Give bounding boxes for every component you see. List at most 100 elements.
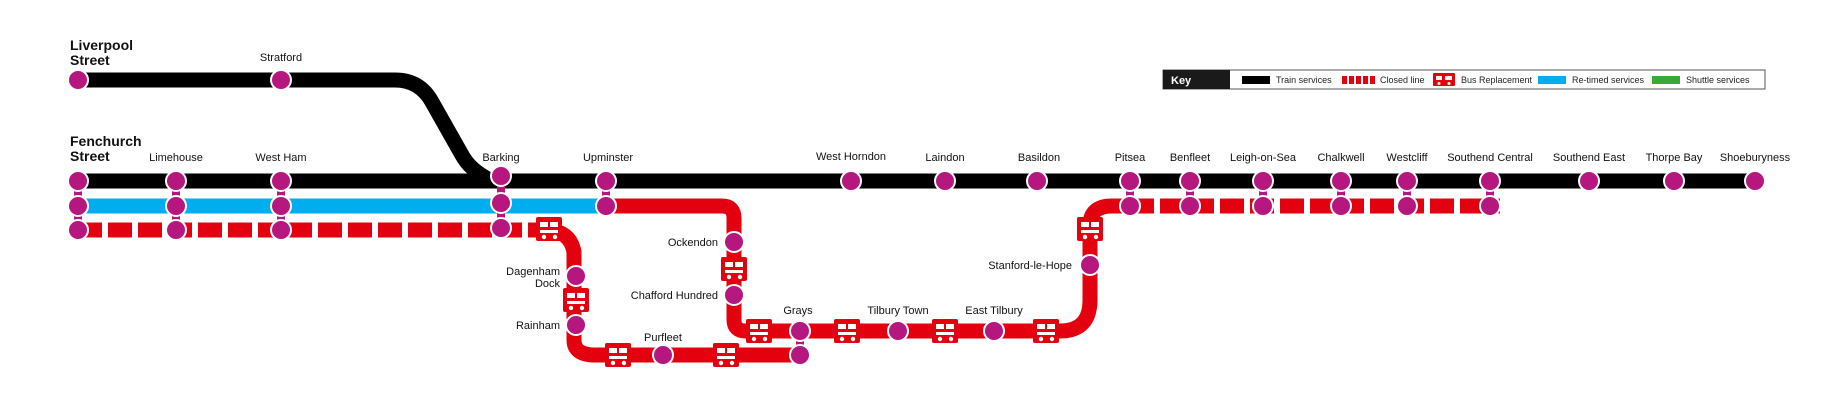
station-fenchurch-street-closed[interactable] xyxy=(67,219,89,241)
station-dagenham-dock[interactable] xyxy=(565,265,587,287)
bus-icon xyxy=(1077,217,1103,241)
label-chafford-hundred: Chafford Hundred xyxy=(631,290,718,302)
station-west-ham-closed[interactable] xyxy=(270,219,292,241)
station-stanford-le-hope[interactable] xyxy=(1079,254,1101,276)
station-shoeburyness[interactable] xyxy=(1744,170,1766,192)
station-fenchurch-street-main[interactable] xyxy=(67,170,89,192)
station-rainham[interactable] xyxy=(565,314,587,336)
station-grays-upper[interactable] xyxy=(789,320,811,342)
label-upminster: Upminster xyxy=(583,152,633,164)
label-rainham: Rainham xyxy=(516,320,560,332)
line-upminster-grays xyxy=(606,198,800,339)
station-purfleet[interactable] xyxy=(652,344,674,366)
station-westcliff-closed[interactable] xyxy=(1396,195,1418,217)
label-southend-east: Southend East xyxy=(1553,152,1625,164)
bus-icon xyxy=(713,343,739,367)
bus-icon xyxy=(605,343,631,367)
key-bus-icon xyxy=(1433,73,1455,86)
station-west-ham-main[interactable] xyxy=(270,170,292,192)
station-upminster-retimed[interactable] xyxy=(595,195,617,217)
key-title: Key xyxy=(1171,75,1192,87)
interchange-westcliff xyxy=(1403,181,1411,206)
station-benfleet-main[interactable] xyxy=(1179,170,1201,192)
station-leigh-main[interactable] xyxy=(1252,170,1274,192)
station-barking-retimed[interactable] xyxy=(490,192,512,214)
station-westcliff-main[interactable] xyxy=(1396,170,1418,192)
key-title-bg xyxy=(1163,70,1230,89)
label-laindon: Laindon xyxy=(925,152,964,164)
label-benfleet: Benfleet xyxy=(1170,152,1210,164)
bus-icon xyxy=(563,288,589,312)
bus-icon xyxy=(536,217,562,241)
station-liverpool-street[interactable] xyxy=(67,69,89,91)
key-swatch-retimed xyxy=(1538,76,1566,84)
station-pitsea-closed[interactable] xyxy=(1119,195,1141,217)
station-west-ham-retimed[interactable] xyxy=(270,195,292,217)
bus-replacement-icons xyxy=(536,217,1103,367)
station-southend-east[interactable] xyxy=(1578,170,1600,192)
station-fenchurch-street-retimed[interactable] xyxy=(67,195,89,217)
bus-icon xyxy=(834,319,860,343)
interchange-upminster xyxy=(602,181,610,206)
station-leigh-closed[interactable] xyxy=(1252,195,1274,217)
station-barking-closed[interactable] xyxy=(490,217,512,239)
station-west-horndon[interactable] xyxy=(840,170,862,192)
label-tilbury-town: Tilbury Town xyxy=(867,305,928,317)
label-grays: Grays xyxy=(783,305,813,317)
key-swatch-shuttle xyxy=(1652,76,1680,84)
interchange-grays xyxy=(796,331,804,355)
interchange-pitsea xyxy=(1126,181,1134,206)
station-chalkwell-closed[interactable] xyxy=(1330,195,1352,217)
station-stratford[interactable] xyxy=(270,69,292,91)
label-chalkwell: Chalkwell xyxy=(1317,152,1364,164)
label-shoeburyness: Shoeburyness xyxy=(1720,152,1791,164)
label-purfleet: Purfleet xyxy=(644,332,682,344)
label-basildon: Basildon xyxy=(1018,152,1060,164)
station-grays-lower[interactable] xyxy=(789,344,811,366)
station-chafford-hundred[interactable] xyxy=(723,284,745,306)
bus-icon xyxy=(746,319,772,343)
label-leigh-on-sea: Leigh-on-Sea xyxy=(1230,152,1297,164)
map-key: Key Train services Closed line Bus Repla… xyxy=(1162,69,1766,90)
label-west-horndon: West Horndon xyxy=(816,151,886,163)
station-upminster-main[interactable] xyxy=(595,170,617,192)
bus-icon xyxy=(932,319,958,343)
bus-icon xyxy=(1033,319,1059,343)
station-ockendon[interactable] xyxy=(723,231,745,253)
key-swatch-train xyxy=(1242,76,1270,84)
station-tilbury-town[interactable] xyxy=(887,320,909,342)
interchange-southend-central xyxy=(1486,181,1494,206)
label-ockendon: Ockendon xyxy=(668,237,718,249)
label-southend-central: Southend Central xyxy=(1447,152,1533,164)
station-limehouse-main[interactable] xyxy=(165,170,187,192)
label-stanford-le-hope: Stanford-le-Hope xyxy=(988,260,1072,272)
station-benfleet-closed[interactable] xyxy=(1179,195,1201,217)
station-southend-central-main[interactable] xyxy=(1479,170,1501,192)
station-pitsea-main[interactable] xyxy=(1119,170,1141,192)
station-chalkwell-main[interactable] xyxy=(1330,170,1352,192)
key-swatch-closed xyxy=(1342,76,1375,84)
station-barking-main[interactable] xyxy=(490,165,512,187)
station-markers xyxy=(67,69,1766,366)
interchange-benfleet xyxy=(1186,181,1194,206)
label-thorpe-bay: Thorpe Bay xyxy=(1646,152,1703,164)
station-limehouse-closed[interactable] xyxy=(165,219,187,241)
interchange-leigh xyxy=(1259,181,1267,206)
station-east-tilbury[interactable] xyxy=(983,320,1005,342)
label-west-ham: West Ham xyxy=(255,152,306,164)
label-stratford: Stratford xyxy=(260,52,302,64)
key-label-retimed: Re-timed services xyxy=(1572,75,1645,85)
station-southend-central-closed[interactable] xyxy=(1479,195,1501,217)
station-basildon[interactable] xyxy=(1026,170,1048,192)
key-label-bus: Bus Replacement xyxy=(1461,75,1533,85)
label-barking: Barking xyxy=(482,152,519,164)
station-limehouse-retimed[interactable] xyxy=(165,195,187,217)
station-thorpe-bay[interactable] xyxy=(1663,170,1685,192)
label-limehouse: Limehouse xyxy=(149,152,203,164)
line-liverpool-street-branch xyxy=(78,72,500,188)
station-laindon[interactable] xyxy=(934,170,956,192)
